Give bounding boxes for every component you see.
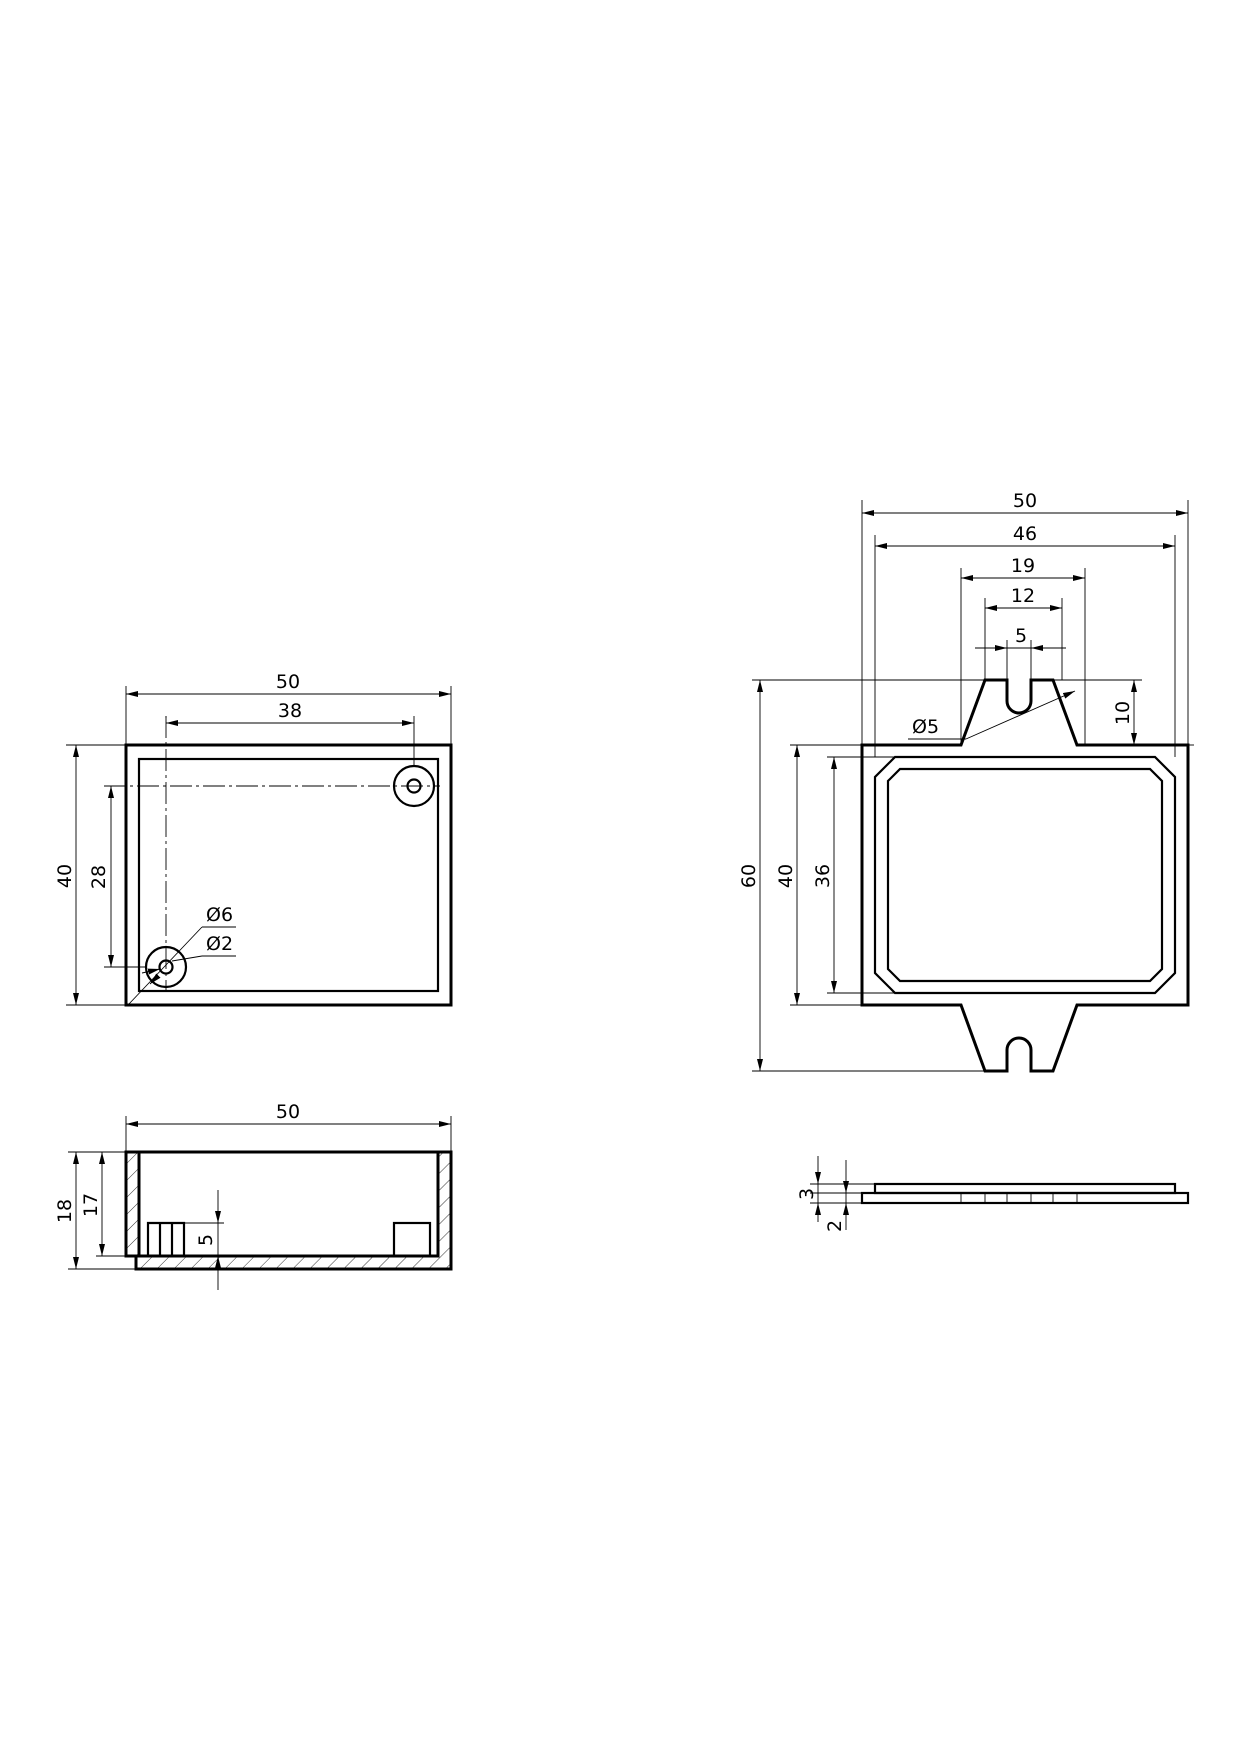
inner-outline [137,757,440,993]
dim-hole-diameter: Ø2 [206,933,233,955]
dim-tab-width: 19 [1011,555,1035,577]
post-right [392,1221,432,1258]
lid-rim-outer [873,755,1177,995]
dim-width-section: 50 [276,1101,300,1123]
lid-plate-profile [860,1191,1190,1205]
dim-boss-diameter: Ø6 [206,904,233,926]
dim-recess-height: 36 [812,864,834,888]
section-outline [124,1150,453,1271]
dim-tab-top-width: 12 [1011,585,1035,607]
dim-tab-height: 10 [1112,701,1134,725]
dim-height: 40 [54,864,76,888]
post-left [146,1221,186,1256]
view-bottom-left: 50 18 17 5 [54,1101,453,1290]
dim-post-height: 5 [195,1234,217,1246]
dim-hole-spacing-x: 38 [278,700,302,722]
dim-rim-thickness: 2 [824,1220,846,1232]
dim-height-inner: 17 [80,1193,102,1217]
dim-overall-height: 60 [738,864,760,888]
lid-rim-inner [886,767,1164,983]
dim-height-outer: 18 [54,1199,76,1223]
hole-bottom-left [158,959,174,975]
leader-hole [171,955,203,962]
dim-body-height: 40 [775,864,797,888]
view-top-right: 50 46 19 12 5 Ø5 10 60 40 [738,490,1194,1073]
view-bottom-right: 3 2 [796,1156,1190,1232]
hole-top-right [406,778,422,794]
leader-boss [127,926,203,1006]
dim-slot-diameter: Ø5 [912,716,939,738]
dim-slot-width: 5 [1015,625,1027,647]
dim-lid-thickness: 3 [796,1188,818,1200]
dim-lid-inner-width: 46 [1013,523,1037,545]
lid-outline [860,678,1190,1073]
dim-hole-spacing-y: 28 [88,865,110,889]
leader-slot [965,690,1076,740]
lid-rim-profile [873,1182,1177,1195]
view-top-left: 50 38 40 28 Ø6 Ø2 [54,671,453,1007]
dim-width: 50 [276,671,300,693]
outer-outline [124,743,453,1007]
dim-lid-width: 50 [1013,490,1037,512]
